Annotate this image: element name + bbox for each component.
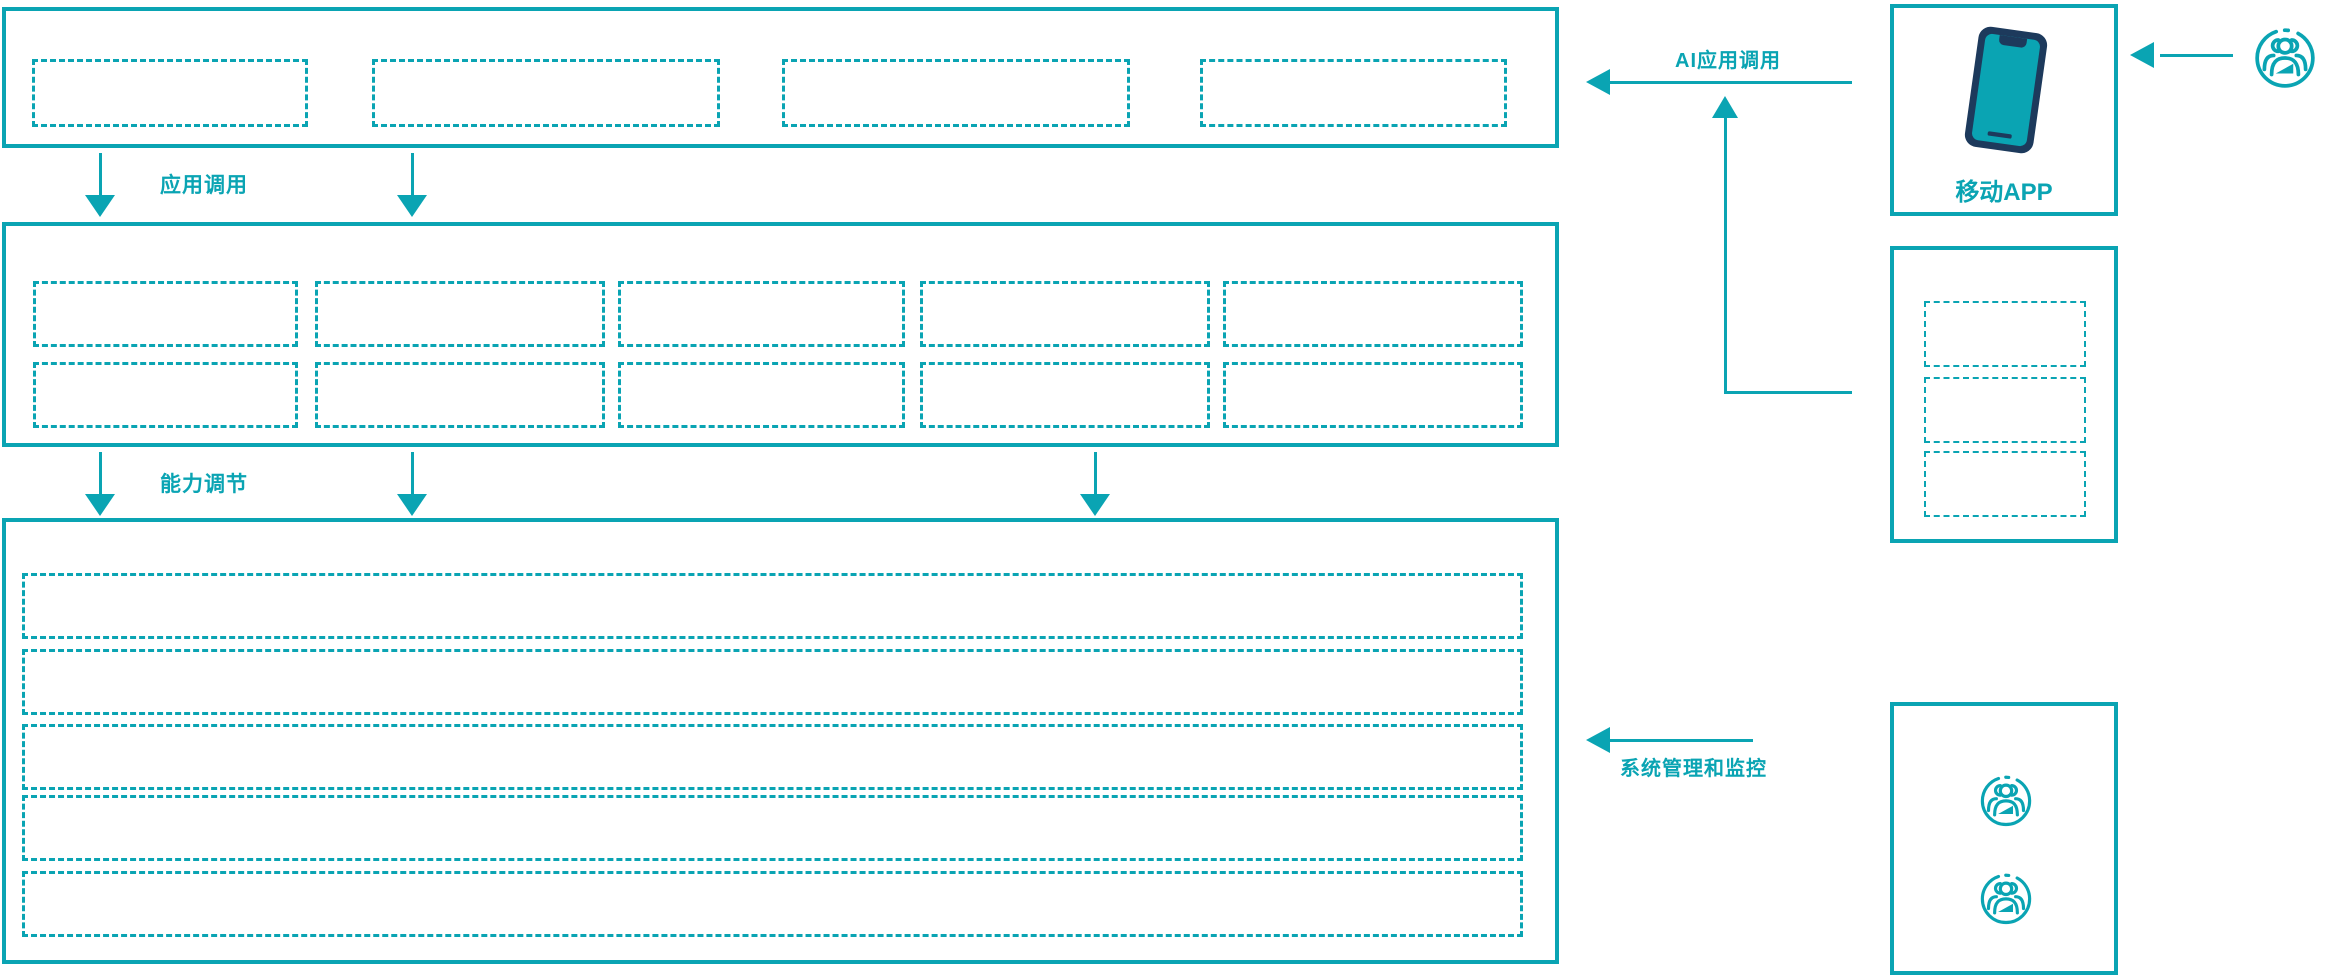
ai-app-call-arrow-head [1586, 69, 1610, 95]
capability-placeholder-r1c5 [1223, 281, 1523, 347]
capability-placeholder-r2c5 [1223, 362, 1523, 428]
capability-arrow-1-head [85, 494, 115, 516]
capability-arrow-1-line [99, 452, 102, 494]
resource-placeholder-row-2 [22, 649, 1523, 715]
user-group-icon [2255, 28, 2315, 88]
device-placeholder-2 [1924, 377, 2086, 443]
app-placeholder-2 [372, 59, 720, 127]
user-to-mobile-arrow-head [2130, 42, 2154, 68]
app-placeholder-1 [32, 59, 308, 127]
smartphone-icon [1964, 26, 2048, 154]
capability-placeholder-r2c2 [315, 362, 605, 428]
ai-app-call-label: AI应用调用 [1675, 50, 1781, 72]
app-call-arrow-2-head [397, 195, 427, 217]
app-call-label: 应用调用 [160, 174, 248, 197]
resource-placeholder-row-4 [22, 795, 1523, 861]
system-mgmt-arrow-line [1606, 739, 1753, 742]
capability-arrow-3-head [1080, 494, 1110, 516]
app-call-arrow-2-line [411, 153, 414, 195]
device-box [1890, 246, 2118, 543]
resource-placeholder-row-1 [22, 573, 1523, 639]
top-app-layer-box [2, 7, 1559, 148]
device-connector-hline [1724, 391, 1852, 394]
system-mgmt-label: 系统管理和监控 [1620, 758, 1767, 780]
admin-user-group-icon-1 [1980, 775, 2032, 827]
capability-adjust-label: 能力调节 [160, 473, 248, 496]
capability-placeholder-r2c1 [33, 362, 298, 428]
middle-capability-layer-box [2, 222, 1559, 447]
app-call-arrow-1-head [85, 195, 115, 217]
device-placeholder-1 [1924, 301, 2086, 367]
capability-placeholder-r2c3 [618, 362, 905, 428]
resource-placeholder-row-5 [22, 871, 1523, 937]
capability-arrow-3-line [1094, 452, 1097, 494]
system-mgmt-arrow-head [1586, 727, 1610, 753]
app-call-arrow-1-line [99, 153, 102, 195]
mobile-app-label: 移动APP [1955, 179, 2053, 206]
capability-arrow-2-head [397, 494, 427, 516]
ai-app-call-arrow-line [1606, 81, 1852, 84]
capability-placeholder-r1c2 [315, 281, 605, 347]
admin-box [1890, 702, 2118, 975]
user-to-mobile-arrow-line [2160, 54, 2233, 57]
admin-user-group-icon-2 [1980, 873, 2032, 925]
capability-arrow-2-line [411, 452, 414, 494]
device-connector-arrow-head [1712, 96, 1738, 118]
app-placeholder-4 [1200, 59, 1507, 127]
bottom-resource-layer-box [2, 518, 1559, 964]
capability-placeholder-r1c4 [920, 281, 1210, 347]
device-placeholder-3 [1924, 451, 2086, 517]
capability-placeholder-r1c3 [618, 281, 905, 347]
resource-placeholder-row-3 [22, 724, 1523, 790]
device-connector-vline [1724, 116, 1727, 394]
app-placeholder-3 [782, 59, 1130, 127]
capability-placeholder-r2c4 [920, 362, 1210, 428]
capability-placeholder-r1c1 [33, 281, 298, 347]
mobile-app-box: 移动APP [1890, 4, 2118, 216]
user-group-wedge [2275, 63, 2294, 74]
